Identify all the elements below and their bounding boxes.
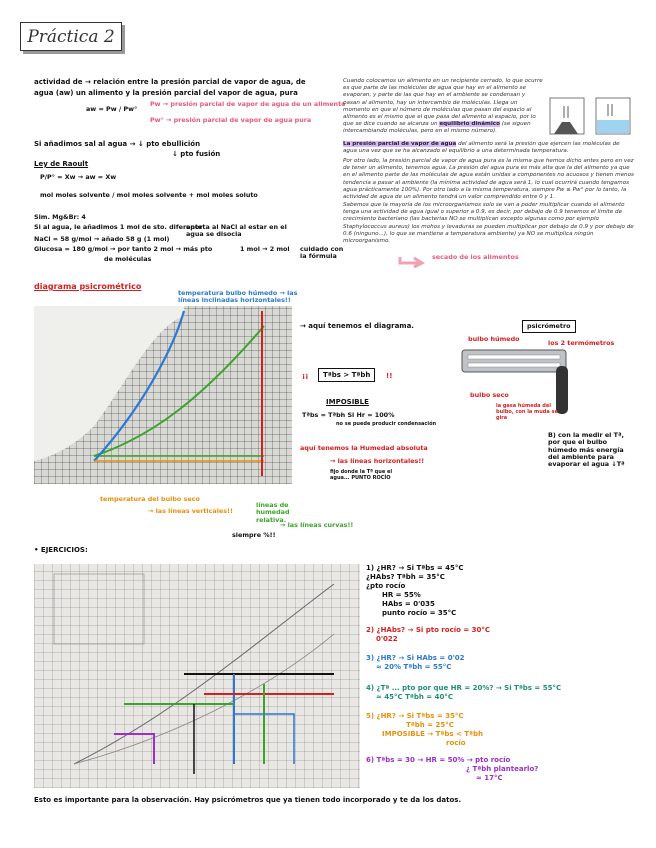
annotation: ¡¡ xyxy=(302,372,309,380)
page-title: Práctica 2 xyxy=(20,22,122,51)
psychrometer-label: psicrómetro xyxy=(522,320,576,334)
annotation: fijo donde la Tª que el agua... PUNTO RO… xyxy=(330,469,393,481)
red-box-label: Tªbs > Tªbh xyxy=(318,368,376,383)
annotation: temperatura bulbo húmedo → las líneas in… xyxy=(178,289,298,305)
psychrometric-chart-photo xyxy=(34,306,292,484)
note-line: agua (aw) un alimento y la presión parci… xyxy=(34,89,298,97)
annotation: Tªbs = Tªbh Si Hr = 100% xyxy=(302,411,395,419)
note-line: aporta al NaCl al estar en el agua se di… xyxy=(186,223,287,239)
note-line: Pw° → presión parcial de vapor de agua p… xyxy=(150,116,312,124)
annotation: no se puede producir condensación xyxy=(336,421,437,427)
exercise-chart-photo xyxy=(34,564,360,788)
annotation: → aquí tenemos el diagrama. xyxy=(300,322,414,330)
exercise-4: 4) ¿Tª ... pto por que HR = 20%? → Si Tª… xyxy=(366,684,562,701)
micro-paragraph: Sabemos que la mayoría de los microorgan… xyxy=(343,202,634,245)
annotation: bulbo húmedo xyxy=(468,335,520,343)
annotation: → las líneas horizontales!! xyxy=(330,457,425,465)
exercise-2: 2) ¿HAbs? → Si pto rocío = 30°C 0'022 xyxy=(366,626,491,643)
note-line: P/P° = Xw → aw = Xw xyxy=(40,173,117,181)
note-line: 1 mol → 2 mol xyxy=(240,245,290,253)
annotation: B) con la medir el Tª, por que el bulbo … xyxy=(548,431,625,469)
formula-aw: aw = Pw / Pw° xyxy=(86,105,138,113)
note-line: de moléculas xyxy=(104,255,152,263)
note-line: actividad de → relación entre la presión… xyxy=(34,78,306,86)
secado-label: secado de los alimentos xyxy=(432,253,519,261)
psychrometer-image xyxy=(461,349,568,414)
annotation: → las líneas curvas!! xyxy=(280,521,354,529)
diagram-title: diagrama psicrométrico xyxy=(34,282,142,291)
footer-note: Esto es importante para la observación. … xyxy=(34,796,462,804)
annotation: líneas de humedad relativa. xyxy=(256,501,290,524)
beaker-illustration xyxy=(549,97,631,135)
note-line: NaCl = 58 g/mol → añado 58 g (1 mol) xyxy=(34,235,170,243)
note-line: Si añadimos sal al agua → ↓ pto ebullici… xyxy=(34,140,201,148)
annotation: temperatura del bulbo seco xyxy=(100,495,200,503)
exercise-3: 3) ¿HR? → Si HAbs = 0'02 ≈ 20% Tªbh = 55… xyxy=(366,654,465,671)
annotation: !! xyxy=(386,372,393,380)
note-line: cuidado con la fórmula xyxy=(300,245,344,261)
note-line: Sim. Mg&Br: 4 xyxy=(34,213,86,221)
intro-paragraph: Cuando colocamos un alimento en un recip… xyxy=(343,78,543,135)
annotation: siempre %!! xyxy=(232,531,276,539)
annotation: los 2 termómetros xyxy=(548,339,615,347)
annotation: la gasa húmeda del bulbo, con la muda se… xyxy=(496,403,558,421)
pressure-paragraph: La presión parcial de vapor de agua del … xyxy=(343,141,620,155)
annotation: aquí tenemos la Humedad absoluta xyxy=(300,444,428,452)
note-line: ↓ pto fusión xyxy=(172,150,221,158)
arrow-icon xyxy=(398,256,426,268)
note-line: Glucosa = 180 g/mol → por tanto 2 mol → … xyxy=(34,245,213,253)
note-line: mol moles solvente / mol moles solvente … xyxy=(40,191,258,199)
pure-water-paragraph: Por otro lado, la presión parcial de vap… xyxy=(343,158,634,201)
exercise-1: 1) ¿HR? → Si Tªbs = 45°C ¿HAbs? Tªbh = 3… xyxy=(366,564,464,617)
ejercicios-heading: • EJERCICIOS: xyxy=(34,546,88,554)
exercise-5: 5) ¿HR? → Si Tªbs = 35°C Tªbh = 25°C IMP… xyxy=(366,712,483,747)
note-line: Pw → presión parcial de vapor de agua de… xyxy=(150,100,346,108)
raoult-heading: Ley de Raoult xyxy=(34,160,89,168)
note-line: Si al agua, le añadimos 1 mol de sto. di… xyxy=(34,223,203,231)
annotation: → las líneas verticales!! xyxy=(148,507,233,515)
annotation: IMPOSIBLE xyxy=(326,398,369,406)
annotation: bulbo seco xyxy=(470,391,509,399)
exercise-6: 6) Tªbs = 30 → HR = 50% → pto rocío ¿ Tª… xyxy=(366,756,539,782)
